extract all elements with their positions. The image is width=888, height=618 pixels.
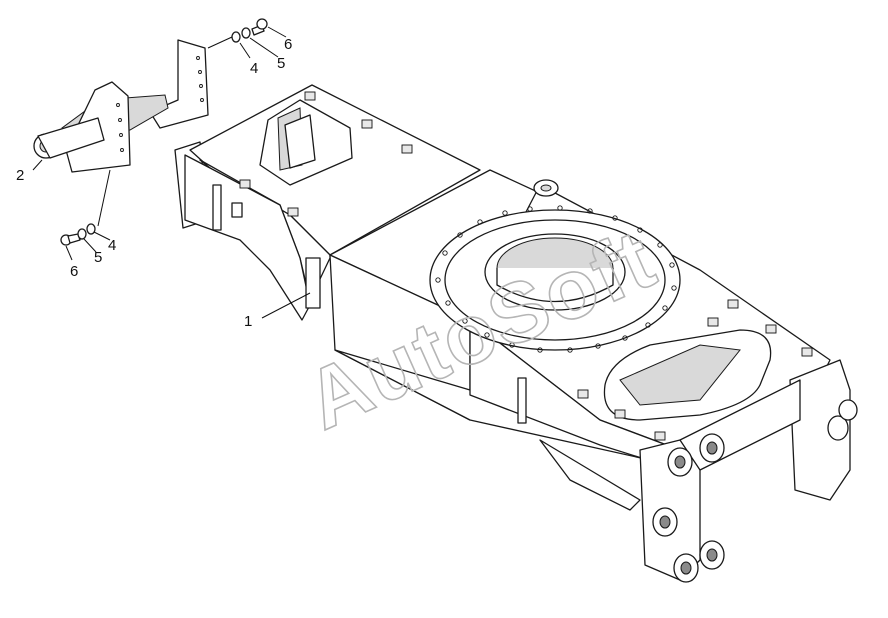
callout-5-bottom: 5: [94, 249, 102, 266]
callout-5-top: 5: [277, 55, 285, 72]
callout-2: 2: [16, 167, 24, 184]
callout-1: 1: [244, 313, 252, 330]
callout-4-top: 4: [250, 60, 258, 77]
fasteners-bottom: [60, 223, 96, 246]
callouts: 1 2 4 5 6 4 5 6: [16, 36, 292, 330]
callout-6-top: 6: [284, 36, 292, 53]
callout-6-bottom: 6: [70, 263, 78, 280]
fasteners-top: [231, 18, 268, 43]
bracket-assembly: [33, 39, 209, 173]
leader-lines: [32, 26, 311, 319]
main-frame: [174, 84, 858, 583]
callout-4-bottom: 4: [108, 237, 116, 254]
